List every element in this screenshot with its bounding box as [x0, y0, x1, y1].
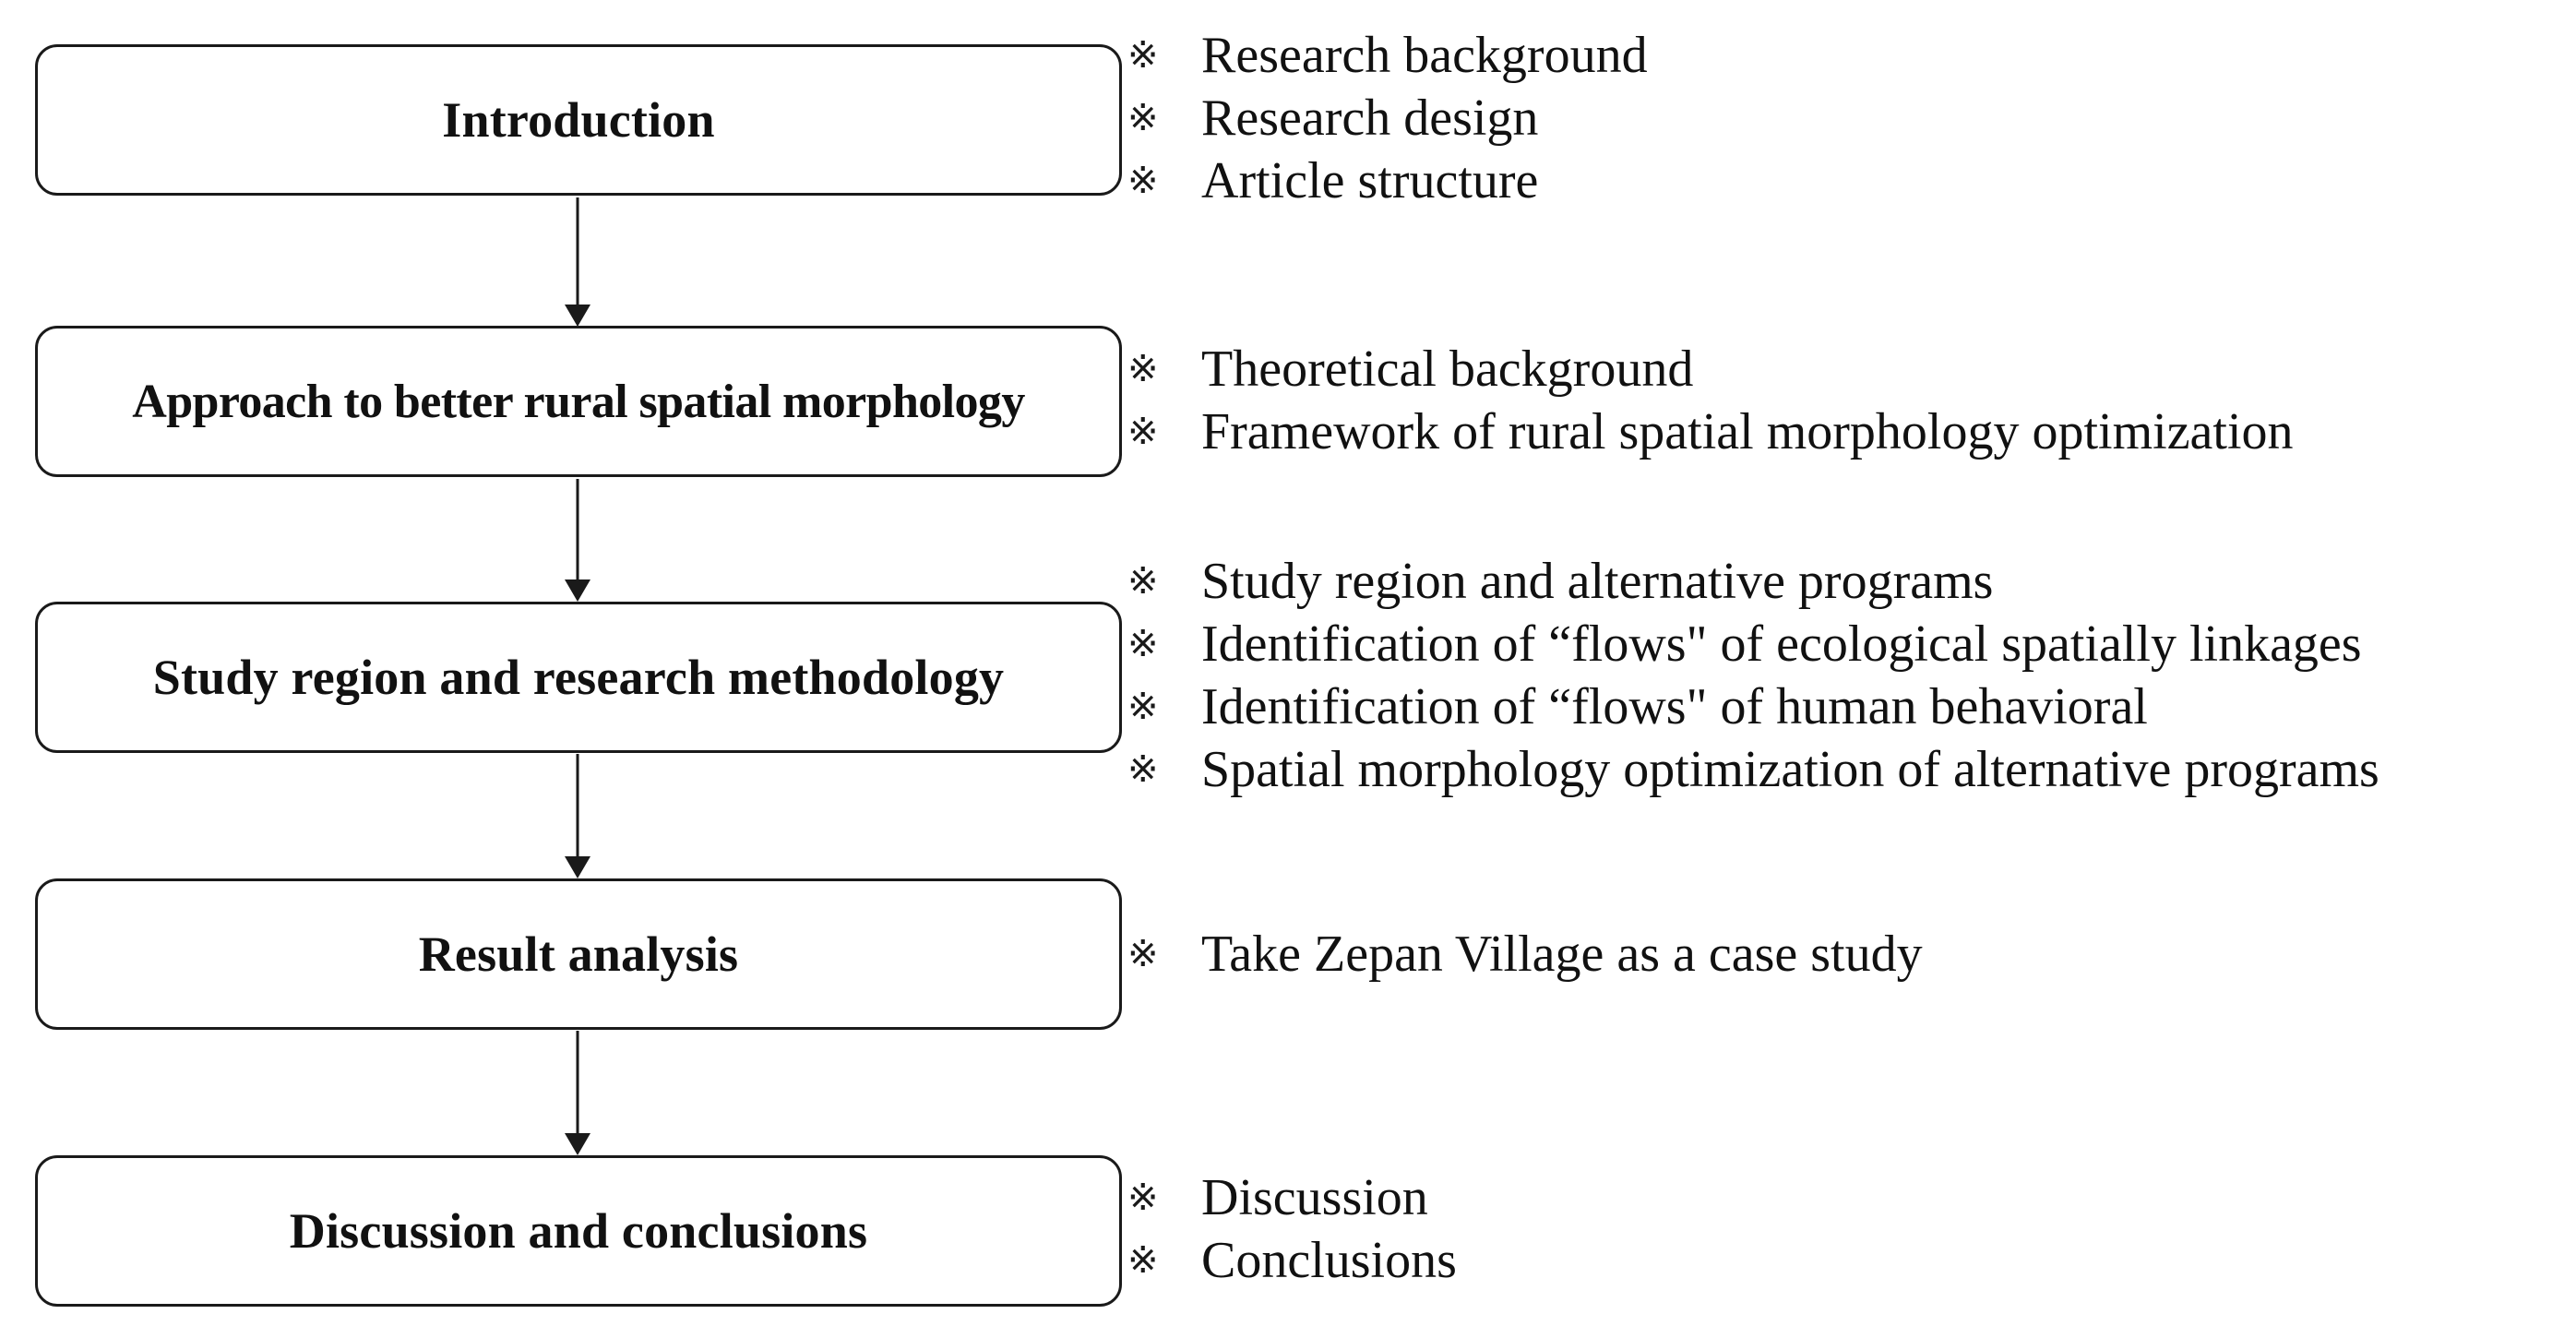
arrowhead-icon	[565, 305, 590, 327]
note-item: ※ Research background	[1127, 24, 1648, 87]
step-box-introduction: Introduction	[35, 44, 1122, 196]
note-text: Research design	[1201, 90, 1539, 147]
note-text: Conclusions	[1201, 1232, 1457, 1289]
note-text: Study region and alternative programs	[1201, 553, 1994, 610]
step-box-result-analysis: Result analysis	[35, 878, 1122, 1030]
note-text: Theoretical background	[1201, 340, 1694, 398]
step-title: Discussion and conclusions	[289, 1203, 868, 1259]
step-notes-approach: ※ Theoretical background ※ Framework of …	[1127, 338, 2294, 463]
step-notes-result-analysis: ※ Take Zepan Village as a case study	[1127, 923, 1923, 986]
step-box-discussion: Discussion and conclusions	[35, 1155, 1122, 1307]
reference-mark-icon: ※	[1127, 560, 1159, 603]
reference-mark-icon: ※	[1127, 411, 1159, 453]
arrow-2-to-3	[565, 479, 590, 602]
note-item: ※ Study region and alternative programs	[1127, 550, 2379, 613]
arrowhead-icon	[565, 579, 590, 602]
step-notes-introduction: ※ Research background ※ Research design …	[1127, 24, 1648, 212]
note-item: ※ Discussion	[1127, 1166, 1457, 1229]
reference-mark-icon: ※	[1127, 933, 1159, 975]
note-text: Research background	[1201, 27, 1648, 84]
note-item: ※ Article structure	[1127, 149, 1648, 212]
reference-mark-icon: ※	[1127, 1239, 1159, 1282]
step-box-methodology: Study region and research methodology	[35, 602, 1122, 753]
reference-mark-icon: ※	[1127, 348, 1159, 390]
note-text: Framework of rural spatial morphology op…	[1201, 403, 2294, 460]
step-title: Introduction	[442, 92, 715, 148]
note-item: ※ Framework of rural spatial morphology …	[1127, 400, 2294, 463]
note-item: ※ Take Zepan Village as a case study	[1127, 923, 1923, 986]
reference-mark-icon: ※	[1127, 1177, 1159, 1219]
note-item: ※ Identification of “flows" of ecologica…	[1127, 613, 2379, 675]
step-notes-discussion: ※ Discussion ※ Conclusions	[1127, 1166, 1457, 1292]
step-title: Result analysis	[418, 926, 739, 982]
step-title: Approach to better rural spatial morphol…	[132, 375, 1025, 428]
reference-mark-icon: ※	[1127, 686, 1159, 728]
step-box-approach: Approach to better rural spatial morphol…	[35, 326, 1122, 477]
reference-mark-icon: ※	[1127, 97, 1159, 139]
note-text: Identification of “flows" of human behav…	[1201, 678, 2148, 735]
note-item: ※ Theoretical background	[1127, 338, 2294, 400]
note-text: Article structure	[1201, 152, 1539, 209]
note-text: Discussion	[1201, 1169, 1428, 1226]
reference-mark-icon: ※	[1127, 34, 1159, 77]
note-text: Spatial morphology optimization of alter…	[1201, 741, 2379, 798]
note-text: Identification of “flows" of ecological …	[1201, 615, 2362, 673]
arrow-1-to-2	[565, 197, 590, 327]
reference-mark-icon: ※	[1127, 623, 1159, 665]
reference-mark-icon: ※	[1127, 748, 1159, 791]
note-item: ※ Spatial morphology optimization of alt…	[1127, 738, 2379, 801]
step-notes-methodology: ※ Study region and alternative programs …	[1127, 550, 2379, 801]
note-item: ※ Identification of “flows" of human beh…	[1127, 675, 2379, 738]
arrowhead-icon	[565, 856, 590, 878]
arrow-3-to-4	[565, 754, 590, 878]
note-item: ※ Conclusions	[1127, 1229, 1457, 1292]
note-item: ※ Research design	[1127, 87, 1648, 149]
arrow-4-to-5	[565, 1031, 590, 1155]
reference-mark-icon: ※	[1127, 160, 1159, 202]
note-text: Take Zepan Village as a case study	[1201, 926, 1923, 983]
arrowhead-icon	[565, 1133, 590, 1155]
step-title: Study region and research methodology	[152, 650, 1005, 705]
